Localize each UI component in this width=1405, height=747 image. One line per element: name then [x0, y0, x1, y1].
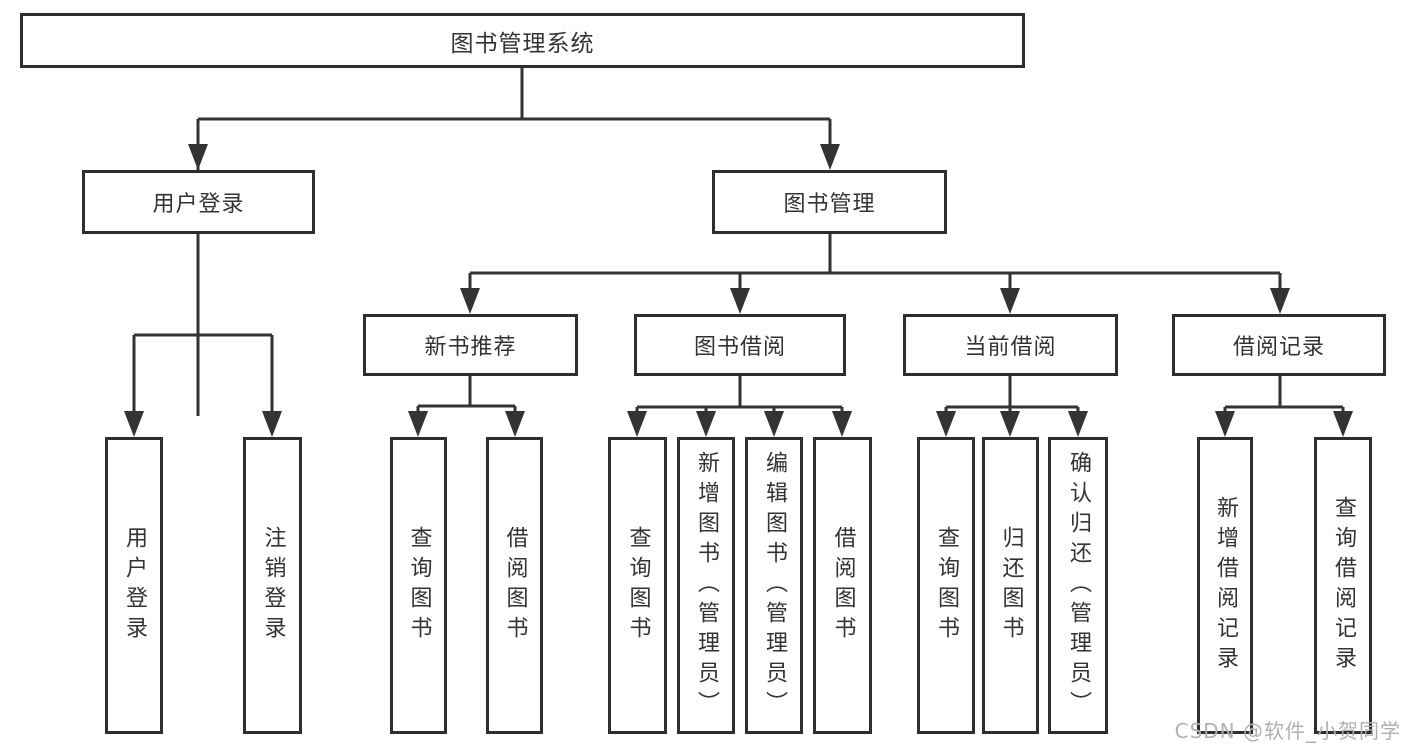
leaf-borrowing-edit-books-admin: 编辑图书（管理员）: [745, 437, 803, 734]
node-label: 新书推荐: [424, 335, 517, 360]
leaf-label: 借阅图书: [502, 525, 528, 646]
node-label: 借阅记录: [1232, 335, 1325, 360]
node-label: 图书借阅: [693, 335, 786, 360]
leaf-user-login: 用户登录: [105, 437, 163, 734]
leaf-current-confirm-return-admin: 确认归还（管理员）: [1048, 437, 1108, 734]
node-borrow-records: 借阅记录: [1172, 314, 1386, 376]
leaf-borrowing-add-books-admin: 新增图书（管理员）: [677, 437, 735, 734]
node-label: 图书管理: [783, 192, 876, 217]
leaf-label: 编辑图书（管理员）: [762, 450, 787, 721]
leaf-label: 查询借阅记录: [1331, 495, 1356, 676]
node-user-login: 用户登录: [82, 170, 315, 234]
leaf-records-add-record: 新增借阅记录: [1197, 437, 1253, 734]
leaf-logout: 注销登录: [243, 437, 302, 734]
node-book-management: 图书管理: [712, 170, 947, 234]
leaf-current-query-books: 查询图书: [917, 437, 975, 734]
leaf-borrowing-borrow-books: 借阅图书: [813, 437, 872, 734]
leaf-label: 注销登录: [260, 525, 286, 646]
node-root: 图书管理系统: [20, 13, 1025, 68]
leaf-label: 归还图书: [998, 525, 1024, 646]
leaf-borrowing-query-books: 查询图书: [608, 437, 667, 734]
node-root-label: 图书管理系统: [450, 30, 595, 57]
csdn-watermark: CSDN @软件_小贺同学: [1174, 719, 1401, 743]
leaf-label: 查询图书: [406, 525, 432, 646]
leaf-label: 借阅图书: [830, 525, 856, 646]
leaf-label: 确认归还（管理员）: [1066, 450, 1091, 721]
leaf-current-return-books: 归还图书: [982, 437, 1039, 734]
leaf-recommend-query-books: 查询图书: [390, 437, 447, 734]
leaf-label: 新增借阅记录: [1213, 495, 1238, 676]
leaf-label: 查询图书: [625, 525, 651, 646]
leaf-label: 查询图书: [934, 525, 959, 646]
node-label: 用户登录: [152, 192, 245, 217]
leaf-label: 用户登录: [122, 525, 147, 646]
leaf-records-query-record: 查询借阅记录: [1314, 437, 1372, 734]
leaf-label: 新增图书（管理员）: [694, 450, 719, 721]
node-new-book-recommend: 新书推荐: [363, 314, 578, 376]
node-current-borrowing: 当前借阅: [903, 314, 1118, 376]
node-label: 当前借阅: [964, 335, 1057, 360]
node-book-borrowing: 图书借阅: [634, 314, 846, 376]
leaf-recommend-borrow-books: 借阅图书: [486, 437, 543, 734]
